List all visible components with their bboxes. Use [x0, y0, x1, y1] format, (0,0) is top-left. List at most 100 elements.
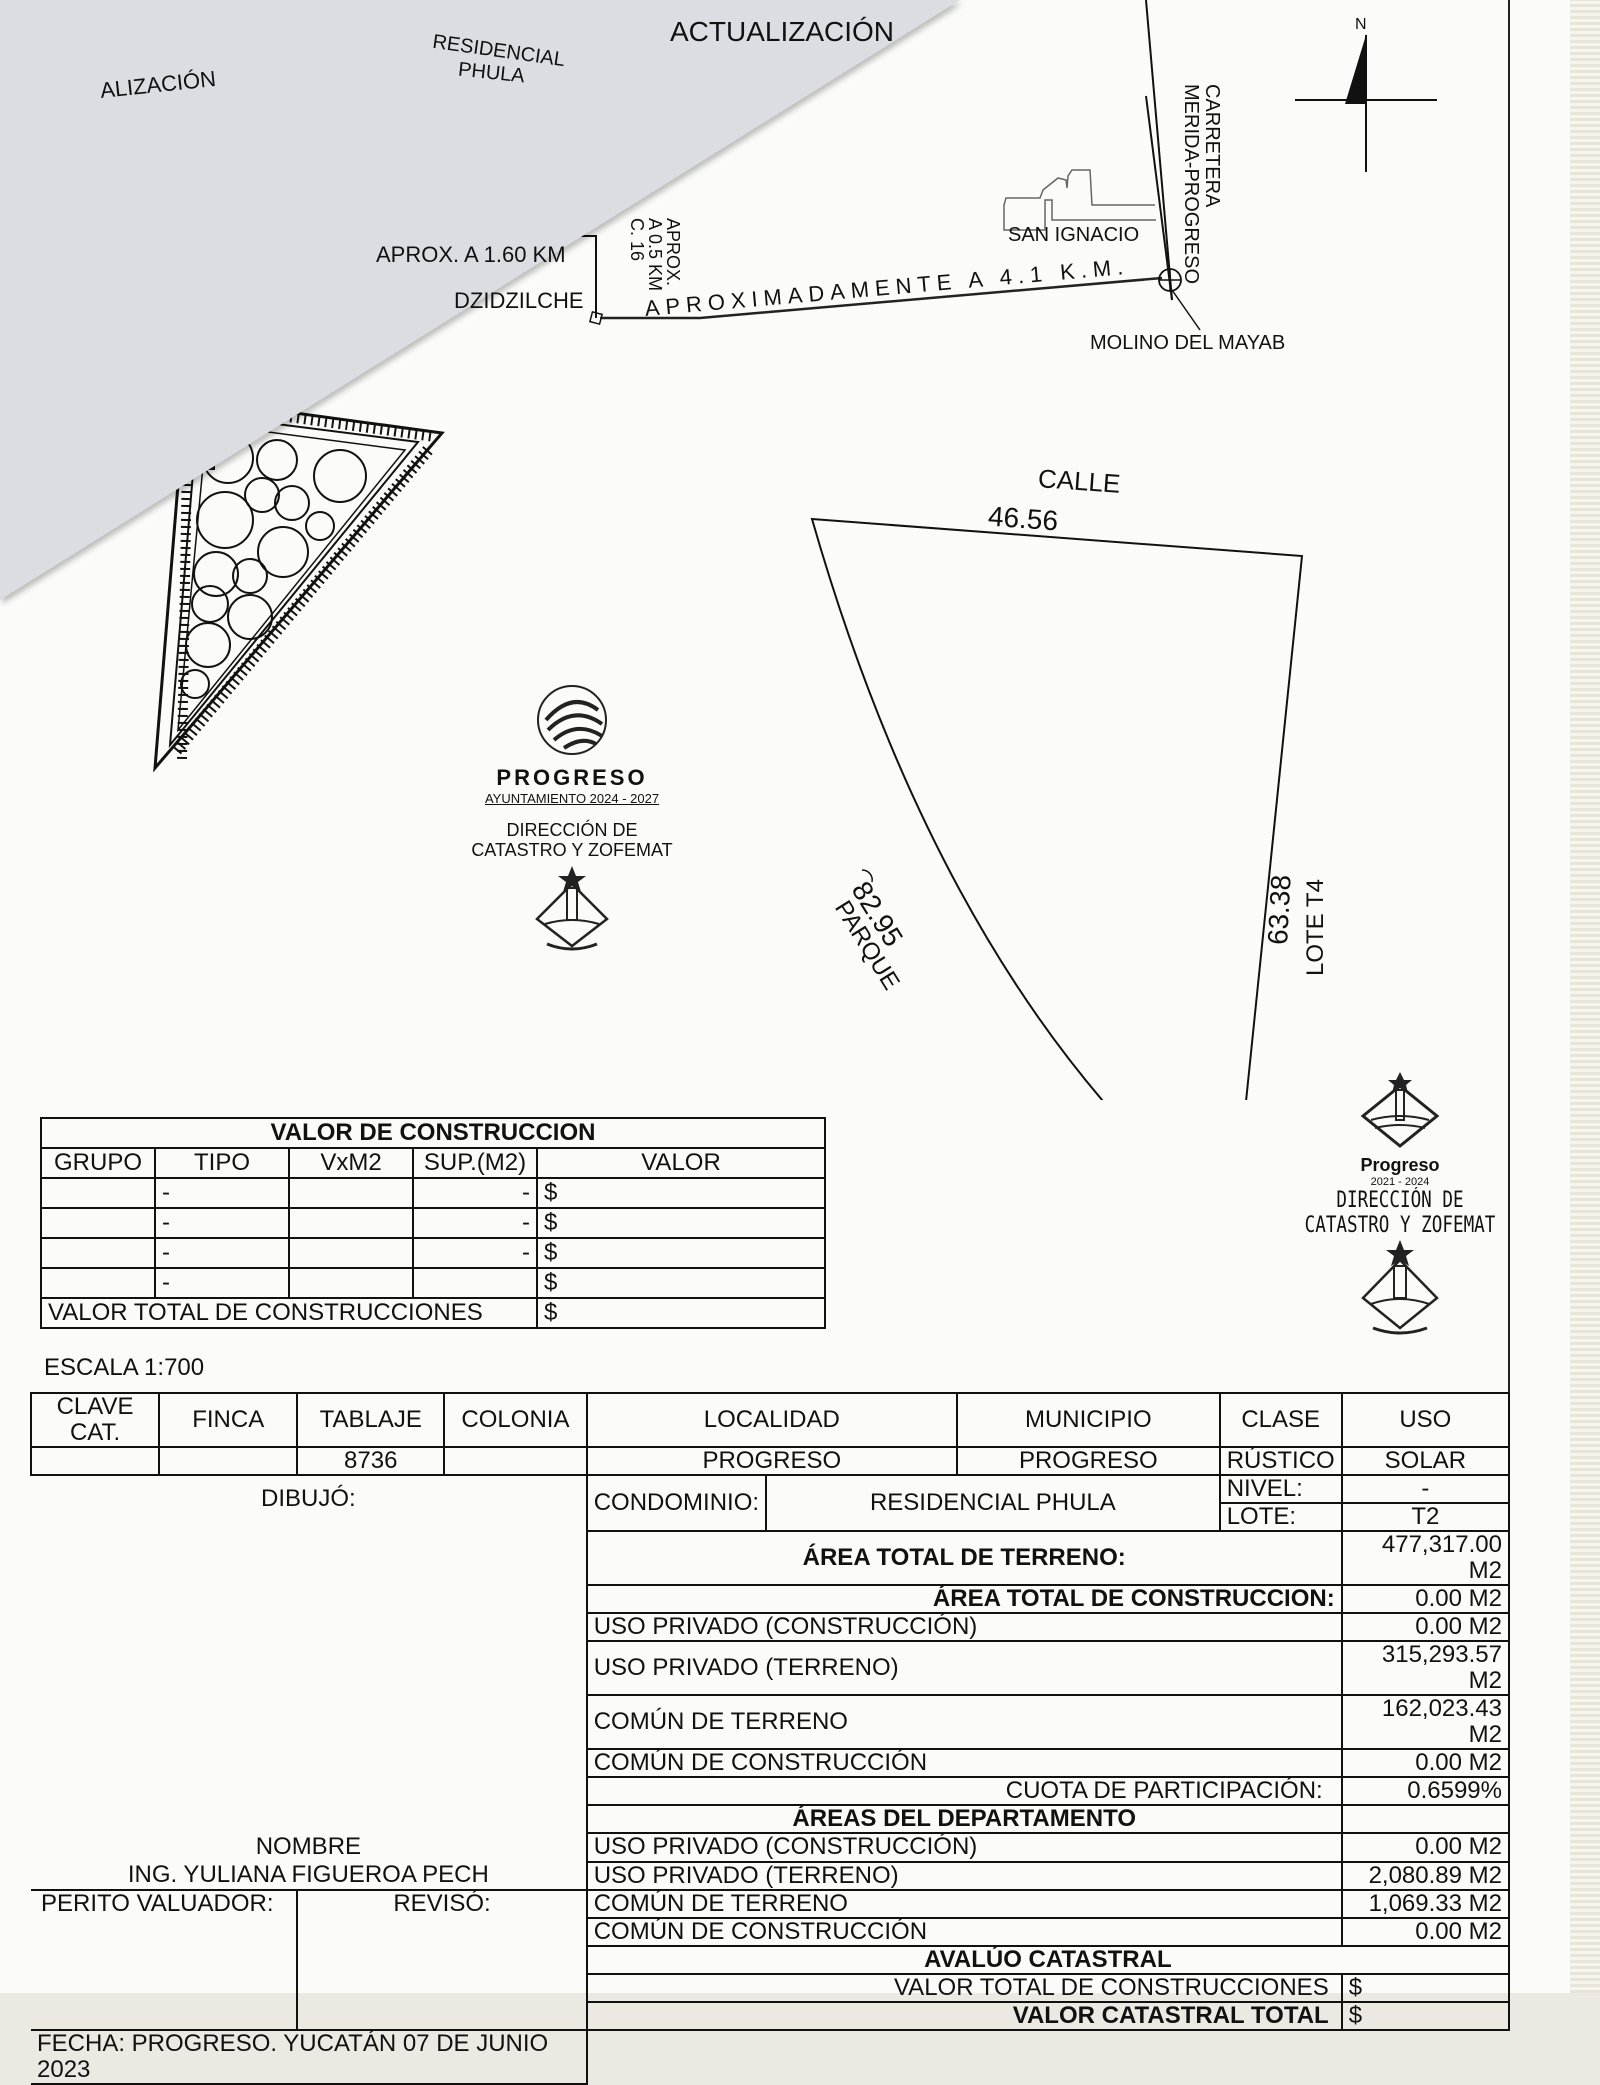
valor-total-construcciones-value: $	[1340, 1973, 1511, 2003]
dept-comun-terreno-label: COMÚN DE TERRENO	[585, 1889, 1343, 1919]
progreso-logo-icon	[537, 685, 607, 755]
dzidzilche-label: DZIDZILCHE	[454, 288, 584, 313]
value-clase: RÚSTICO	[1218, 1446, 1343, 1476]
value-localidad: PROGRESO	[585, 1446, 958, 1476]
page-curl	[0, 0, 960, 600]
cadastral-data-table: CLAVE CAT. FINCA TABLAJE COLONIA LOCALID…	[29, 1392, 1511, 2085]
coat-of-arms-icon	[1360, 1072, 1440, 1148]
cell-valor: $	[536, 1177, 826, 1209]
header-valor: VALOR	[536, 1147, 826, 1179]
dept-comun-construccion-value: 0.00 M2	[1340, 1917, 1511, 1947]
header-clase: CLASE	[1218, 1392, 1343, 1448]
total-construcciones-label: VALOR TOTAL DE CONSTRUCCIONES	[40, 1297, 538, 1329]
fecha-label: FECHA: PROGRESO. YUCATÁN 07 DE JUNIO 202…	[31, 2029, 588, 2085]
header-vxm2: VxM2	[288, 1147, 414, 1179]
header-colonia: COLONIA	[443, 1392, 588, 1448]
background-edge	[1570, 0, 1600, 1993]
comun-construccion-value: 0.00 M2	[1340, 1748, 1511, 1778]
right-length-label: 63.38	[1262, 874, 1297, 946]
uso-privado-terreno-label: USO PRIVADO (TERRENO)	[585, 1640, 1343, 1696]
nombre-label: NOMBRE	[255, 1833, 362, 1860]
cell-valor: $	[536, 1207, 826, 1239]
cell-tipo: -	[154, 1237, 290, 1269]
valor-total-construcciones-label: VALOR TOTAL DE CONSTRUCCIONES	[585, 1973, 1343, 2003]
dept-uso-privado-construccion-label: USO PRIVADO (CONSTRUCCIÓN)	[585, 1832, 1343, 1863]
cell-sup: -	[412, 1207, 538, 1239]
cell-vxm2	[288, 1207, 414, 1239]
nivel-value: -	[1340, 1474, 1511, 1504]
san-ignacio-label: SAN IGNACIO	[1008, 224, 1140, 246]
uso-privado-construccion-label: USO PRIVADO (CONSTRUCCIÓN)	[585, 1612, 1343, 1642]
table-row: - $	[40, 1267, 826, 1299]
value-municipio: PROGRESO	[955, 1446, 1221, 1476]
condominio-label: CONDOMINIO:	[585, 1474, 768, 1532]
header-sup: SUP.(M2)	[412, 1147, 538, 1179]
calle-label: CALLE	[1037, 463, 1122, 499]
carretera-label: CARRETERA MERIDA-PROGRESO	[1180, 84, 1223, 285]
cell-tipo: -	[154, 1267, 290, 1299]
lote-t4-label: LOTE T4	[1302, 879, 1329, 976]
value-tablaje: 8736	[296, 1446, 446, 1476]
table-row: - - $	[40, 1177, 826, 1209]
area-total-construccion-label: ÁREA TOTAL DE CONSTRUCCION:	[585, 1584, 1343, 1614]
header-municipio: MUNICIPIO	[955, 1392, 1221, 1448]
cell-valor: $	[536, 1267, 826, 1299]
cell-grupo	[40, 1177, 156, 1209]
perito-label: PERITO VALUADOR:	[41, 1890, 274, 1917]
header-clave-cat: CLAVE CAT.	[29, 1392, 161, 1448]
total-construcciones-value: $	[536, 1297, 826, 1329]
comun-terreno-value: 162,023.43 M2	[1340, 1694, 1511, 1750]
reviso-cell: REVISÓ:	[296, 1889, 588, 2031]
dept-comun-construccion-label: COMÚN DE CONSTRUCCIÓN	[585, 1917, 1343, 1947]
dibujo-cell: DIBUJÓ:	[31, 1474, 588, 1833]
cell-grupo	[40, 1237, 156, 1269]
value-clave-cat	[29, 1446, 161, 1476]
cell-tipo: -	[154, 1177, 290, 1209]
header-localidad: LOCALIDAD	[585, 1392, 958, 1448]
catastro-stamp-2021: Progreso 2021 - 2024 DIRECCIÓN DE CATAST…	[1290, 1070, 1510, 1343]
header-finca: FINCA	[158, 1392, 299, 1448]
molino-label: MOLINO DEL MAYAB	[1090, 332, 1286, 354]
uso-privado-construccion-value: 0.00 M2	[1340, 1612, 1511, 1642]
aprox-1-60-label: APROX. A 1.60 KM	[376, 242, 566, 267]
dept-uso-privado-terreno-value: 2,080.89 M2	[1340, 1860, 1511, 1891]
coat-of-arms-icon	[1361, 1240, 1439, 1335]
lot-plan-drawing	[810, 517, 1304, 1100]
cell-vxm2	[288, 1177, 414, 1209]
comun-construccion-label: COMÚN DE CONSTRUCCIÓN	[585, 1748, 1343, 1778]
construction-value-table: VALOR DE CONSTRUCCION GRUPO TIPO VxM2 SU…	[40, 1117, 826, 1329]
page-frame-border	[1508, 0, 1510, 1930]
cell-vxm2	[288, 1237, 414, 1269]
perito-cell: PERITO VALUADOR:	[31, 1889, 299, 2031]
table-row: - - $	[40, 1237, 826, 1269]
scale-label: ESCALA 1:700	[44, 1354, 205, 1381]
cell-sup: -	[412, 1177, 538, 1209]
cell-tipo: -	[154, 1207, 290, 1239]
coat-of-arms-icon	[535, 866, 609, 951]
condominio-value: RESIDENCIAL PHULA	[765, 1474, 1221, 1532]
header-tipo: TIPO	[154, 1147, 290, 1179]
cell-sup	[412, 1267, 538, 1299]
construction-table-title: VALOR DE CONSTRUCCION	[40, 1117, 826, 1149]
catastro-stamp-2024: PROGRESO AYUNTAMIENTO 2024 - 2027 DIRECC…	[452, 680, 692, 959]
aprox-0-5-label: APROX. A 0.5 KM C. 16	[627, 218, 683, 292]
cuota-participacion-value: 0.6599%	[1340, 1776, 1511, 1806]
top-length-label: 46.56	[987, 500, 1060, 537]
header-grupo: GRUPO	[40, 1147, 156, 1179]
lote-value: T2	[1340, 1502, 1511, 1532]
cell-grupo	[40, 1207, 156, 1239]
header-uso: USO	[1340, 1392, 1511, 1448]
cell-valor: $	[536, 1237, 826, 1269]
value-uso: SOLAR	[1340, 1446, 1511, 1476]
valor-catastral-total-label: VALOR CATASTRAL TOTAL	[585, 2001, 1343, 2031]
reviso-label: REVISÓ:	[393, 1890, 491, 1917]
nombre-value: ING. YULIANA FIGUEROA PECH	[127, 1861, 489, 1888]
dept-uso-privado-construccion-value: 0.00 M2	[1340, 1832, 1511, 1863]
empty-cell	[587, 2030, 1509, 2084]
north-label: N	[1355, 16, 1367, 33]
header-tablaje: TABLAJE	[296, 1392, 446, 1448]
dept-comun-terreno-value: 1,069.33 M2	[1340, 1889, 1511, 1919]
lote-label: LOTE:	[1218, 1502, 1343, 1532]
areas-departamento-title: ÁREAS DEL DEPARTAMENTO	[585, 1804, 1343, 1834]
